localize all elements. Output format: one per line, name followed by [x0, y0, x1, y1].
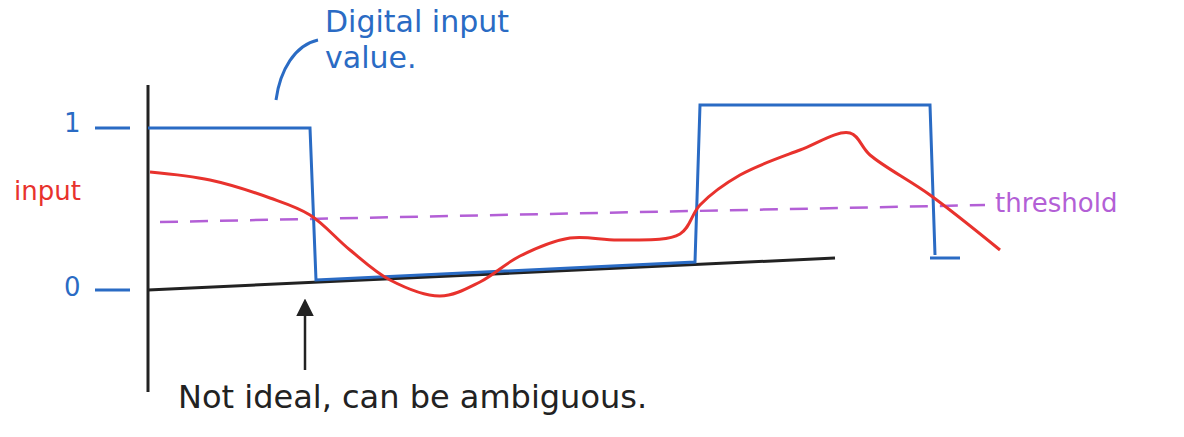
analog-signal — [150, 133, 1000, 296]
digital-signal — [930, 257, 960, 260]
pointer-arrow — [304, 302, 307, 370]
threshold-label: threshold — [995, 188, 1117, 219]
axis-value: 1 — [64, 108, 81, 139]
tick-mark — [95, 127, 130, 130]
y-axis — [147, 85, 150, 392]
note-text: Not ideal, can be ambiguous. — [178, 378, 647, 416]
axis-value: 0 — [64, 272, 81, 303]
tick-mark — [95, 289, 130, 292]
leader-line — [276, 40, 318, 100]
axis-title: input — [14, 176, 81, 207]
threshold-line — [160, 205, 985, 222]
signal-label: Digital input value. — [325, 4, 575, 76]
digital-signal — [148, 105, 935, 280]
